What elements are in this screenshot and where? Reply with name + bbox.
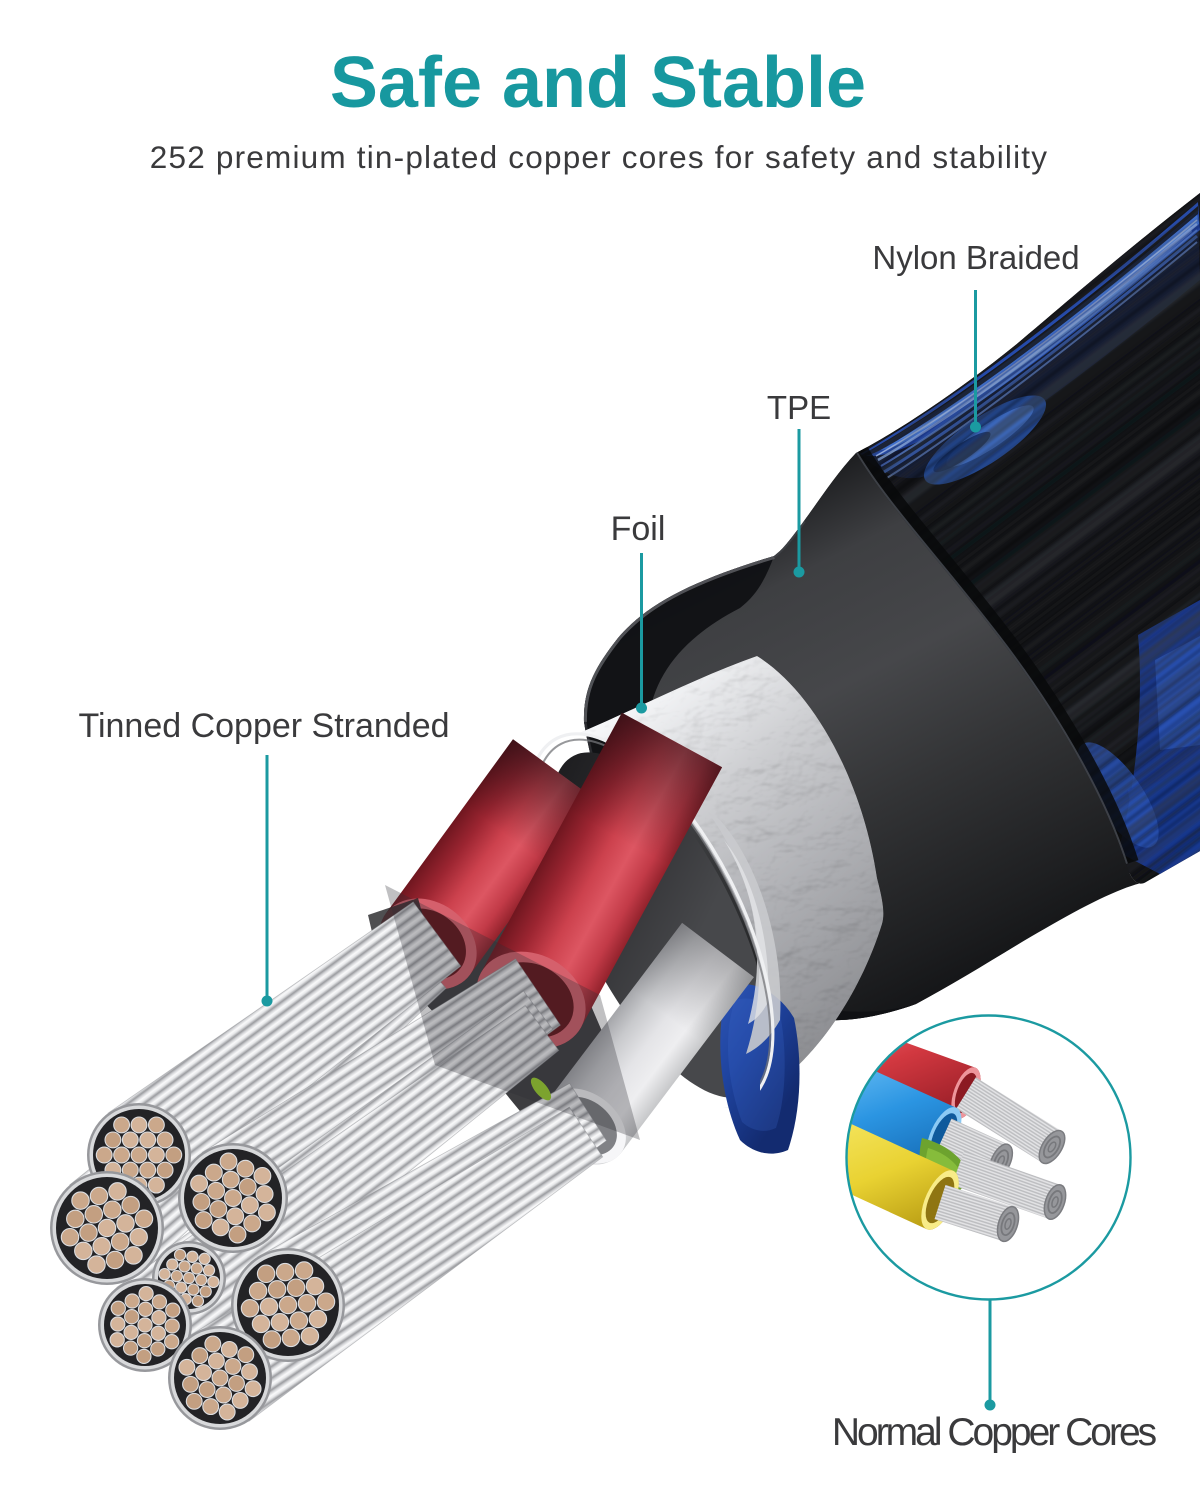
svg-text:Normal Copper Cores: Normal Copper Cores <box>832 1411 1157 1454</box>
svg-text:Nylon Braided: Nylon Braided <box>872 239 1079 276</box>
svg-text:Tinned Copper Stranded: Tinned Copper Stranded <box>78 707 449 745</box>
svg-text:Safe and Stable: Safe and Stable <box>330 43 866 123</box>
svg-text:252 premium tin-plated copper: 252 premium tin-plated copper cores for … <box>150 139 1048 175</box>
svg-text:Foil: Foil <box>611 510 666 548</box>
svg-text:TPE: TPE <box>767 389 831 426</box>
